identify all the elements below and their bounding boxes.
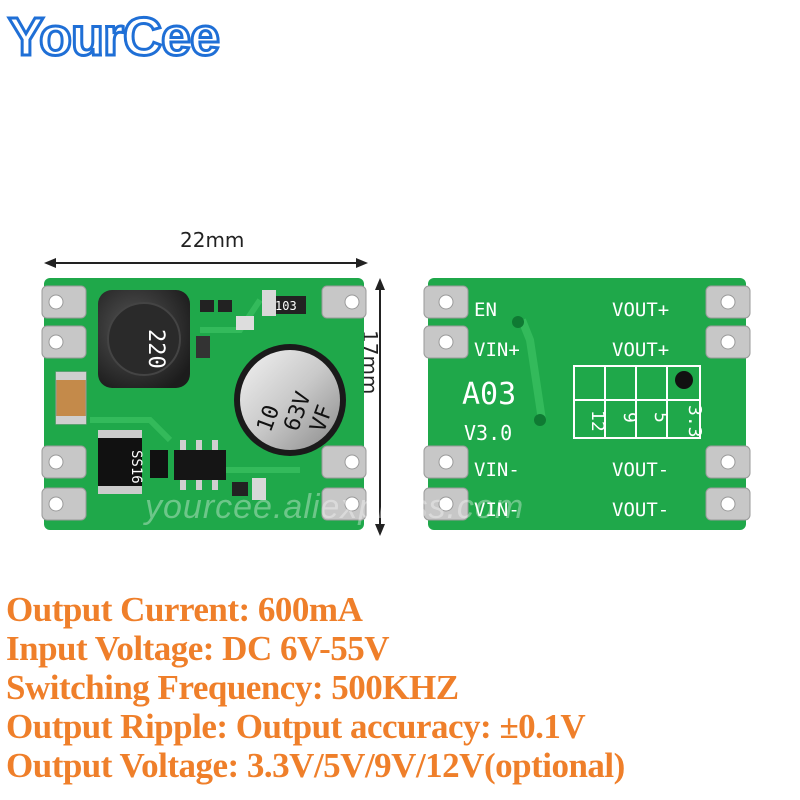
width-dimension-label: 22mm xyxy=(180,228,245,252)
spec-switching-frequency: Switching Frequency: 500KHZ xyxy=(6,668,459,707)
spec-output-current: Output Current: 600mA xyxy=(6,590,363,629)
inductor-marking: 220 xyxy=(143,329,168,369)
pin-label-vout-minus: VOUT- xyxy=(612,499,669,521)
pin-label-vout-minus: VOUT- xyxy=(612,459,669,481)
width-dimension-arrow xyxy=(44,258,368,268)
resistor-marking: 103 xyxy=(275,299,297,313)
voltage-option-9: 9 xyxy=(619,412,640,423)
brand-logo: YourCee xyxy=(6,6,221,69)
watermark: yourcee.aliexpress.com xyxy=(145,488,525,526)
height-dimension-arrow xyxy=(375,278,385,536)
pin-label-en: EN xyxy=(474,299,497,321)
front-board: 220 103 10 63V VF SS16 xyxy=(41,278,367,530)
pin-label-vin-minus: VIN- xyxy=(474,459,520,481)
model-label: A03 xyxy=(462,377,516,412)
diode-marking: SS16 xyxy=(128,450,144,484)
voltage-select-grid xyxy=(573,365,701,439)
spec-output-voltage: Output Voltage: 3.3V/5V/9V/12V(optional) xyxy=(6,746,625,785)
pin-label-vout-plus: VOUT+ xyxy=(612,339,669,361)
pin-label-vin-plus: VIN+ xyxy=(474,339,520,361)
spec-list: Output Current: 600mA Input Voltage: DC … xyxy=(6,590,796,785)
back-board: EN VIN+ VIN- VIN- VOUT+ VOUT+ VOUT- VOUT… xyxy=(423,278,751,530)
pin-label-vout-plus: VOUT+ xyxy=(612,299,669,321)
voltage-option-3v3: 3.3 xyxy=(684,405,705,438)
version-label: V3.0 xyxy=(464,421,512,445)
voltage-option-12: 12 xyxy=(587,410,608,432)
spec-input-voltage: Input Voltage: DC 6V-55V xyxy=(6,629,390,668)
pin-label-vin-minus: VIN- xyxy=(474,499,520,521)
spec-output-ripple: Output Ripple: Output accuracy: ±0.1V xyxy=(6,707,586,746)
voltage-option-5: 5 xyxy=(650,412,671,423)
